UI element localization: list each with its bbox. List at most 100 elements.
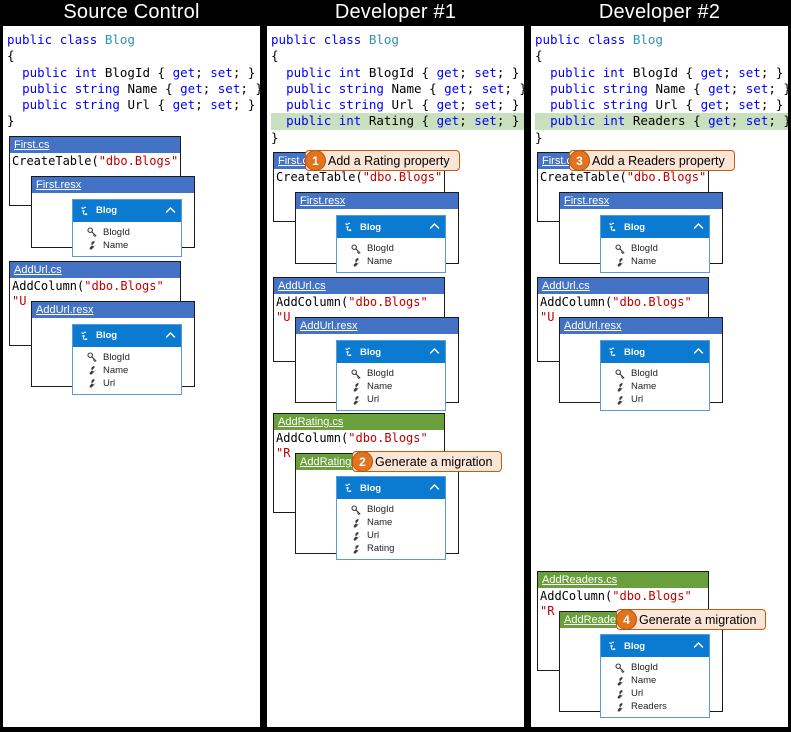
file-card-code: CreateTable("dbo.Blogs"	[274, 169, 444, 185]
entity-property-row[interactable]: Readers	[601, 700, 709, 713]
chevron-up-icon[interactable]	[693, 641, 704, 651]
wrench-icon	[615, 676, 625, 686]
entity-property-row[interactable]: Name	[601, 674, 709, 687]
entity-property-row[interactable]: Name	[73, 239, 181, 252]
callout-text: Generate a migration	[616, 609, 767, 630]
resx-card-title[interactable]: AddUrl.resx	[32, 301, 194, 318]
entity-property-row[interactable]: Name	[601, 380, 709, 393]
chevron-up-icon[interactable]	[165, 331, 176, 341]
code-token: string	[602, 80, 656, 96]
entity-property-row[interactable]: Name	[337, 516, 445, 529]
entity-title: Blog	[96, 205, 118, 217]
chevron-up-icon[interactable]	[429, 483, 440, 493]
file-card-title[interactable]: AddUrl.cs	[538, 278, 708, 295]
entity-property-row[interactable]: Url	[601, 687, 709, 700]
code-token: get	[708, 80, 731, 96]
code-token: "dbo.Blogs"	[612, 589, 692, 604]
source-code-block: public class Blog{ public int BlogId { g…	[3, 26, 260, 130]
code-token: Url	[655, 97, 686, 113]
chevron-up-icon[interactable]	[165, 206, 176, 216]
entity-property-row[interactable]: Url	[601, 393, 709, 406]
file-name: AddUrl.cs	[278, 280, 326, 293]
file-card-title[interactable]: AddReaders.cs	[538, 572, 708, 589]
entity-property-name: Name	[631, 256, 657, 268]
entity-header[interactable]: Blog	[337, 216, 445, 239]
entity-property-row[interactable]: BlogId	[337, 242, 445, 255]
entity-property-row[interactable]: BlogId	[73, 351, 181, 364]
entity-header[interactable]: Blog	[601, 341, 709, 364]
resx-card-title[interactable]: AddUrl.resx	[560, 318, 722, 335]
code-line: "R	[540, 604, 708, 619]
entity-property-row[interactable]: Name	[601, 255, 709, 268]
entity-property-row[interactable]: BlogId	[337, 503, 445, 516]
file-card-title[interactable]: AddUrl.cs	[10, 261, 180, 278]
code-line: CreateTable("dbo.Blogs"	[12, 154, 180, 169]
entity-header[interactable]: Blog	[601, 216, 709, 239]
column-body: public class Blog{ public int BlogId { g…	[266, 25, 525, 728]
entity-property-row[interactable]: Name	[73, 364, 181, 377]
entity-property-row[interactable]: Rating	[337, 542, 445, 555]
entity-property-row[interactable]: BlogId	[337, 367, 445, 380]
code-token: Name	[127, 80, 166, 96]
code-token: ; }	[768, 80, 789, 96]
code-token: "dbo.Blogs"	[348, 431, 428, 446]
chevron-up-icon[interactable]	[429, 222, 440, 232]
code-token: ; }	[232, 64, 256, 80]
entity-property-row[interactable]: BlogId	[601, 661, 709, 674]
entity-property-row[interactable]: BlogId	[601, 242, 709, 255]
wrench-icon	[351, 531, 361, 541]
resx-card-title[interactable]: AddUrl.resx	[296, 318, 458, 335]
file-card-title[interactable]: AddRating.cs	[274, 414, 444, 431]
entity-header[interactable]: Blog	[73, 324, 181, 347]
entity-property-row[interactable]: Url	[337, 393, 445, 406]
entity-header[interactable]: Blog	[601, 635, 709, 658]
entity-header[interactable]: Blog	[73, 199, 181, 222]
resx-card-title[interactable]: First.resx	[560, 193, 722, 210]
chevron-up-icon[interactable]	[693, 222, 704, 232]
entity-property-name: Url	[103, 377, 116, 389]
entity-property-row[interactable]: BlogId	[601, 367, 709, 380]
wrench-icon	[351, 395, 361, 405]
resx-card-title[interactable]: First.resx	[32, 176, 194, 193]
code-token: public	[286, 97, 339, 113]
code-line: AddColumn("dbo.Blogs"	[12, 279, 180, 294]
file-card-title[interactable]: First.cs	[10, 136, 180, 153]
file-name: First.cs	[14, 138, 50, 151]
chevron-up-icon[interactable]	[693, 347, 704, 357]
column-title: Source Control	[2, 0, 261, 25]
entity-header[interactable]: Blog	[337, 477, 445, 500]
entity-property-row[interactable]: BlogId	[73, 226, 181, 239]
code-token: int	[602, 113, 633, 129]
code-token: CreateTable(	[540, 170, 627, 185]
resx-card-title[interactable]: First.resx	[296, 193, 458, 210]
entity-header[interactable]: Blog	[337, 341, 445, 364]
wrench-icon	[615, 257, 625, 267]
entity-property-row[interactable]: Url	[73, 377, 181, 390]
code-token: "dbo.Blogs"	[362, 170, 443, 185]
entity-property-row[interactable]: Name	[337, 255, 445, 268]
file-card-title[interactable]: AddUrl.cs	[274, 278, 444, 295]
entity-property-row[interactable]: Name	[337, 380, 445, 393]
entity-property-name: Name	[367, 256, 393, 268]
entity-property-row[interactable]: Url	[337, 529, 445, 542]
chevron-up-icon[interactable]	[429, 347, 440, 357]
